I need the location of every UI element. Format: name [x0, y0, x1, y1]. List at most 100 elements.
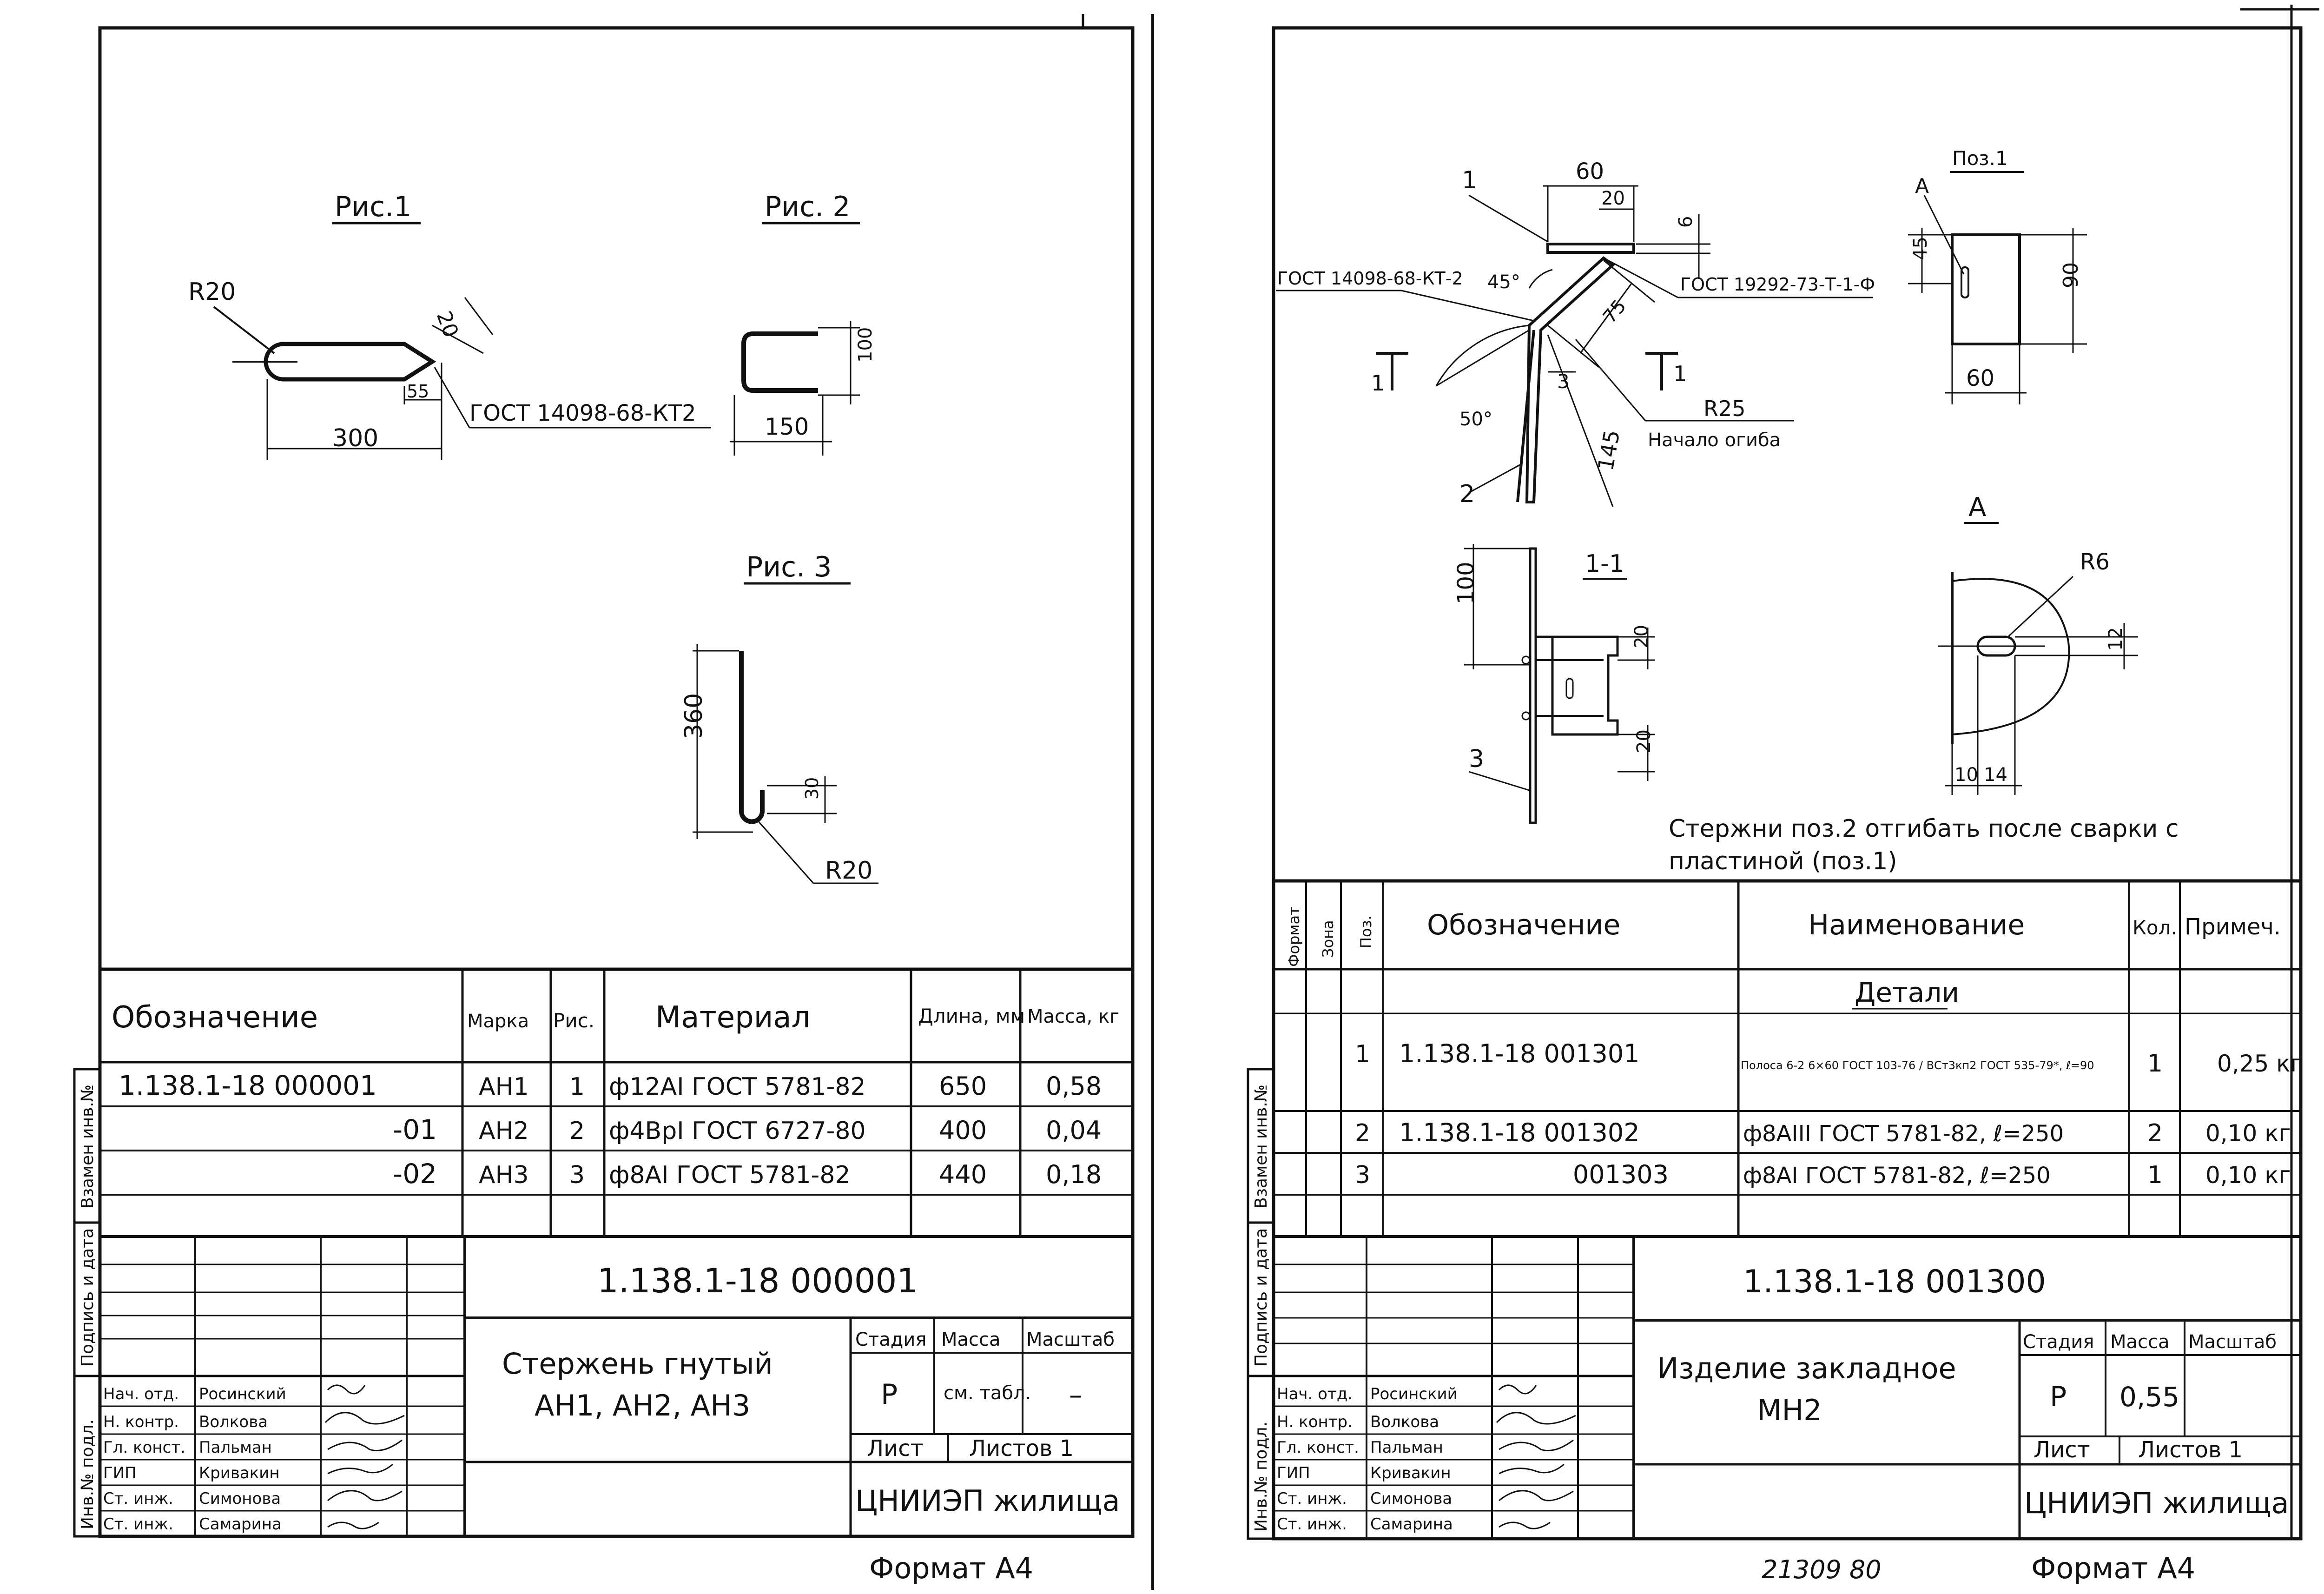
spec-row3-designation: -02 [393, 1158, 437, 1190]
right-staff-role-2: Н. контр. [1277, 1413, 1353, 1431]
right-mass-label: Масса [2110, 1331, 2170, 1353]
spec-row1-designation: 1.138.1-18 000001 [119, 1070, 377, 1101]
spec-header-zone: Зона [1319, 920, 1337, 958]
right-staff-role-5: Ст. инж. [1277, 1489, 1347, 1508]
spec-row3-qty: 1 [2147, 1161, 2163, 1189]
right-stage: Р [2050, 1381, 2067, 1413]
right-side-label-3: Инв.№ подл. [1252, 1422, 1271, 1532]
right-staff-name-1: Росинский [1370, 1385, 1458, 1403]
right-sheets-label: Листов 1 [2138, 1437, 2243, 1463]
spec-row1-fig: 1 [569, 1073, 585, 1101]
leader-3-top: 3 [1557, 370, 1570, 393]
signature [327, 1521, 379, 1529]
right-stage-label: Стадия [2023, 1331, 2094, 1353]
spec-row2-length: 400 [939, 1116, 987, 1145]
signature [1496, 1412, 1576, 1425]
spec-header-designation: Обозначение [1427, 909, 1620, 941]
spec-row3-mass: 0,18 [1046, 1160, 1102, 1189]
spec-row3-fig: 3 [569, 1161, 585, 1189]
spec-header-note: Примеч. [2185, 914, 2281, 940]
spec-header-pos: Поз. [1357, 915, 1375, 948]
left-staff-role-5: Ст. инж. [103, 1489, 173, 1508]
right-staff-name-3: Пальман [1370, 1438, 1443, 1457]
left-sheet: Рис.1 R20 300 55 20 ГОСТ 14098-68-КТ2 Ри… [73, 14, 1154, 1590]
spec-row1-name: Полоса 6-2 6×60 ГОСТ 103-76 / ВСт3кп2 ГО… [1741, 1059, 2094, 1072]
spec-header-length: Длина, мм [918, 1005, 1025, 1027]
left-scale: – [1069, 1380, 1082, 1410]
spec-row1-mark: АН1 [479, 1073, 529, 1101]
spec-header-material: Материал [655, 1000, 810, 1035]
section-mark-left: 1 [1371, 370, 1385, 396]
fig3-title: Рис. 3 [746, 551, 832, 583]
angle-45: 45° [1487, 271, 1520, 293]
spec-row3-material: ф8АI ГОСТ 5781-82 [609, 1161, 851, 1189]
view-a-dim-14: 14 [1984, 764, 2007, 786]
spec-row3-mark: АН3 [479, 1161, 529, 1189]
left-staff-role-2: Н. контр. [103, 1413, 179, 1431]
section-dim-100: 100 [1453, 562, 1479, 604]
dim-20: 20 [1601, 188, 1625, 209]
left-doc-code: 1.138.1-18 000001 [597, 1261, 918, 1300]
signature [1499, 1463, 1565, 1475]
right-side-label-1: Взамен инв.№ [1252, 1085, 1271, 1209]
left-staff-name-5: Симонова [199, 1489, 281, 1508]
right-name-line2: МН2 [1757, 1393, 1822, 1427]
signature [324, 1412, 405, 1425]
spec-row1-pos: 1 [1355, 1040, 1370, 1068]
fig1-bar [264, 342, 436, 382]
spec-section-details: Детали [1855, 977, 1959, 1008]
left-staff-role-3: Гл. конст. [103, 1438, 185, 1457]
right-side-label-2: Подпись и дата [1252, 1228, 1271, 1367]
dim-60: 60 [1576, 159, 1604, 185]
spec-row2-note: 0,10 кг [2205, 1120, 2291, 1147]
right-sheet-label: Лист [2034, 1437, 2090, 1463]
left-title-block: Нач. отд. Росинский Н. контр. Волкова Гл… [100, 1237, 1133, 1585]
plate-pos1 [1546, 243, 1635, 254]
fig3-bar [739, 651, 765, 824]
fig1: Рис.1 R20 300 55 20 ГОСТ 14098-68-КТ2 [188, 191, 711, 460]
fig1-dim-side: 20 [432, 308, 463, 341]
right-staff-name-6: Самарина [1370, 1515, 1453, 1534]
spec-header-fig: Рис. [553, 1009, 594, 1032]
spec-header-designation: Обозначение [112, 1000, 318, 1035]
left-format: Формат А4 [869, 1551, 1033, 1585]
leader-1: 1 [1462, 166, 1477, 194]
left-org: ЦНИИЭП жилища [855, 1484, 1120, 1518]
spec-row2-designation: -01 [393, 1114, 437, 1145]
view-a-r6: R6 [2080, 549, 2110, 575]
section-title: 1-1 [1585, 550, 1624, 578]
spec-row1-material: ф12АI ГОСТ 5781-82 [609, 1073, 866, 1101]
right-staff-role-3: Гл. конст. [1277, 1438, 1359, 1457]
left-mass: см. табл. [944, 1382, 1031, 1404]
fig2-dim-height: 100 [855, 327, 876, 363]
signature [327, 1490, 403, 1501]
right-staff-role-6: Ст. инж. [1277, 1515, 1347, 1534]
left-staff-role-4: ГИП [103, 1464, 137, 1482]
spec-row2-qty: 2 [2147, 1119, 2163, 1147]
spec-row2-mass: 0,04 [1046, 1116, 1102, 1145]
spec-row2-material: ф4ВрI ГОСТ 6727-80 [609, 1117, 866, 1145]
bend-note: Начало огиба [1648, 430, 1781, 451]
right-format: Формат А4 [2031, 1551, 2195, 1585]
right-staff-name-4: Кривакин [1370, 1464, 1451, 1482]
pos1-plate [1951, 233, 2021, 345]
assembly-drawing: 60 20 6 1 2 45° 50° ГОСТ 14098-68-КТ-2 [1276, 147, 2179, 875]
fig2: Рис. 2 100 150 [730, 191, 876, 456]
fig2-bar [741, 331, 818, 393]
spec-row3-designation: 001303 [1573, 1160, 1669, 1189]
spec-row2-mark: АН2 [479, 1117, 529, 1145]
fig1-weld-note: ГОСТ 14098-68-КТ2 [469, 400, 696, 426]
left-scale-label: Масштаб [1026, 1329, 1115, 1350]
fig1-dim-small: 55 [407, 381, 429, 402]
fig2-dim-width: 150 [765, 413, 809, 440]
spec-row3-length: 440 [939, 1160, 987, 1189]
right-title-block: Нач. отд. Росинский Н. контр. Волкова Гл… [1274, 1237, 2301, 1585]
left-frame [98, 26, 1135, 1538]
spec-row1-mass: 0,58 [1046, 1071, 1102, 1101]
signature [327, 1439, 403, 1451]
pos1-dim-45: 45 [1910, 237, 1931, 260]
view-a-outline [1952, 578, 2070, 735]
signature [327, 1463, 393, 1475]
spec-row3-note: 0,10 кг [2205, 1162, 2291, 1189]
